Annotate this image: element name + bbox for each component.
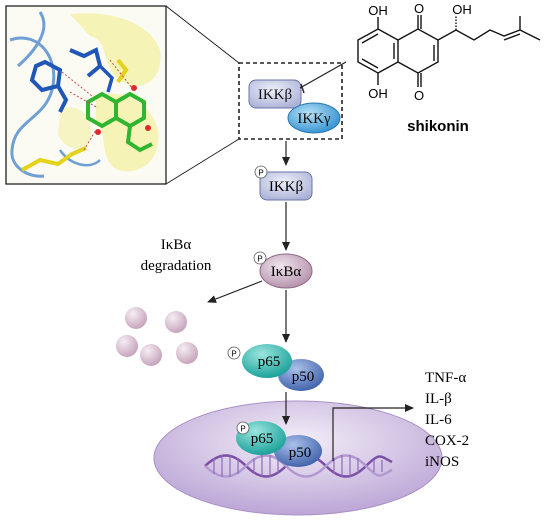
cytokine-inos: iNOS <box>425 454 459 470</box>
transcription-arrow <box>332 404 414 461</box>
cytokine-cox-2: COX-2 <box>425 433 469 449</box>
ikkb-label: IKKβ <box>258 87 292 103</box>
p65-ellipse <box>242 344 292 378</box>
shikonin-name: shikonin <box>407 118 469 135</box>
cytokine-il-6: IL-6 <box>425 412 452 428</box>
phospho-marker-ikkb-label: P <box>258 169 263 178</box>
cytokine-tnf-alpha: TNF-α <box>425 370 466 386</box>
zoom-line-bottom <box>165 138 240 185</box>
phospho-marker-nuclear-p65-label: P <box>240 425 245 434</box>
phospho-marker-nuclear-p65 <box>236 421 250 435</box>
degraded-ikba-fragments <box>116 307 198 366</box>
inhibition-bar <box>300 83 305 94</box>
nfkb-nuclear: p65 p50 P <box>236 421 322 467</box>
fragment-sphere <box>116 335 138 357</box>
ikba: IκBα P <box>253 251 313 289</box>
nuclear-p50-ellipse <box>274 435 322 467</box>
fragment-sphere <box>176 342 198 364</box>
nuclear-p65-label: p65 <box>251 431 274 447</box>
shikonin-inhibition-line <box>299 61 347 89</box>
fragment-sphere <box>125 307 147 329</box>
degradation-label-line2: degradation <box>141 258 212 274</box>
ikkg-label: IKKγ <box>297 111 331 127</box>
fragment-sphere <box>165 311 187 333</box>
fragment-sphere <box>140 344 162 366</box>
cytokine-il-beta: IL-β <box>425 391 452 407</box>
phospho-marker-ikkb <box>254 165 268 179</box>
shikonin-o-bottom: O <box>414 88 424 103</box>
zoom-line-top <box>165 5 240 64</box>
ikkg-ellipse <box>287 102 341 134</box>
shikonin-oh-side: OH <box>452 2 472 17</box>
p65-label: p65 <box>258 354 281 370</box>
ikba-ellipse <box>259 253 313 289</box>
cytokine-list: TNF-α IL-β IL-6 COX-2 iNOS <box>425 370 469 470</box>
shikonin-o-top: O <box>414 1 424 16</box>
phospho-ikkb: IKKβ P <box>254 165 313 201</box>
ikk-complex-highlight-box <box>238 62 343 140</box>
phospho-ikkb-box <box>259 171 313 201</box>
shikonin-structure <box>357 15 541 87</box>
phospho-marker-p65 <box>227 346 241 360</box>
nuclear-p50-label: p50 <box>289 445 312 461</box>
ikkb-box <box>248 79 302 109</box>
ikk-complex: IKKβ IKKγ <box>248 79 341 134</box>
arrow-to-degradation <box>207 280 263 303</box>
ikba-label: IκBα <box>271 264 302 280</box>
phospho-marker-ikba-label: P <box>257 255 262 264</box>
degradation-label-line1: IκBα <box>161 237 192 253</box>
shikonin-oh-bottom: OH <box>368 86 388 101</box>
shikonin-oh-top: OH <box>368 3 388 18</box>
nfkb-cytoplasmic: p65 p50 P <box>227 344 324 391</box>
protein-structure-inset <box>5 5 167 185</box>
p50-label: p50 <box>292 369 315 385</box>
phospho-ikkb-label: IKKβ <box>269 179 303 195</box>
phospho-marker-ikba <box>253 251 267 265</box>
phospho-marker-p65-label: P <box>231 350 236 359</box>
